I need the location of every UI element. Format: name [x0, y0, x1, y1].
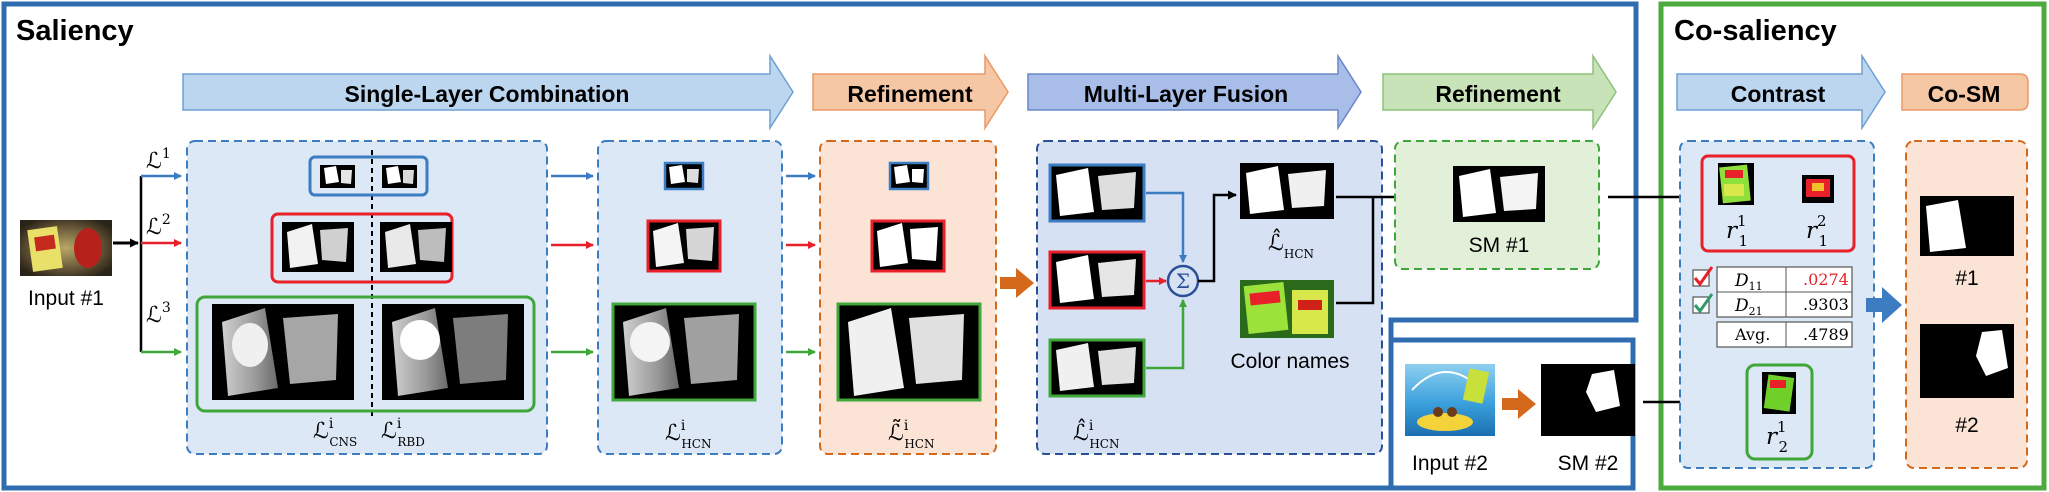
sm2-label: SM #2: [1558, 452, 1619, 475]
layer2-label: ℒ2: [146, 212, 171, 240]
stage-label-refinement-2: Refinement: [1435, 81, 1561, 107]
ref1-l3-map: [836, 302, 982, 402]
table-avg-value: .4789: [1803, 325, 1849, 344]
saliency-panel-border: [1, 1, 1639, 491]
fusion-l1-map: [1048, 163, 1146, 223]
r2-region-frame: [1745, 363, 1814, 461]
hcn-hat-map: [1240, 163, 1334, 219]
l1-cns-map: [320, 165, 355, 188]
hcn-hat-label: ℒ̂HCN: [1268, 228, 1314, 261]
sm2-map: [1541, 364, 1635, 436]
table-row1-value: .0274: [1803, 270, 1849, 289]
input2-label: Input #2: [1412, 452, 1488, 475]
layer3-label: ℒ3: [146, 300, 171, 328]
r21-region-image: [1762, 372, 1796, 414]
stage-label-single-layer: Single-Layer Combination: [345, 81, 630, 107]
color-names-image: [1240, 280, 1334, 338]
l2-cns-map: [282, 222, 354, 272]
l3-combo-frame: [195, 295, 536, 413]
fusion-l2-map: [1048, 250, 1146, 310]
fusion-l3-map: [1048, 338, 1146, 398]
stage-arrow-refinement-2: [1382, 53, 1617, 131]
stage-label-multi-layer: Multi-Layer Fusion: [1084, 81, 1288, 107]
hcn-l2-map: [646, 219, 722, 273]
color-names-to-refine2: [1336, 197, 1375, 305]
sm1-map: [1453, 166, 1545, 222]
sm1-label: SM #1: [1469, 234, 1530, 257]
distance-table: D11 .0274 D21 .9303 Avg. .4789: [1692, 266, 1853, 348]
stage-box-cosm: [1901, 73, 2029, 111]
color-names-label: Color names: [1230, 350, 1349, 373]
hcn-l3-map: [611, 302, 757, 402]
r1-region-frame: [1700, 154, 1856, 253]
input2-block-arrow: [1502, 389, 1536, 419]
out2-label: #2: [1955, 414, 1978, 437]
input1-label: Input #1: [28, 287, 104, 310]
cosaliency-panel-border: [1658, 1, 2047, 491]
fusion-wire-l3: [1146, 299, 1187, 370]
input2-image: [1405, 364, 1495, 436]
input1-image: [20, 220, 112, 276]
check-red-icon: [1692, 266, 1714, 287]
ref1-l2-map: [870, 219, 946, 273]
table-row2-label: D21: [1734, 296, 1763, 318]
l3-rbd-map: [382, 304, 524, 400]
out2-map: [1920, 324, 2014, 398]
check-green-icon: [1692, 293, 1714, 314]
stage-label-contrast: Contrast: [1731, 81, 1826, 107]
l3-cns-map: [212, 304, 354, 400]
r11-region-image: [1718, 163, 1754, 205]
l1-combo-frame: [308, 155, 429, 197]
ref1-l1-map: [888, 161, 930, 191]
sum-symbol: Σ: [1176, 269, 1190, 293]
fusion-block-arrow: [1000, 268, 1034, 298]
hcn-l1-map: [663, 161, 705, 191]
layer1-label: ℒ1: [146, 146, 171, 174]
stage-arrow-refinement-1: [812, 53, 1009, 131]
out1-label: #1: [1955, 267, 1978, 290]
cosm-block-arrow: [1866, 287, 1902, 323]
stage-label-refinement-1: Refinement: [847, 81, 973, 107]
l2-rbd-map: [380, 222, 452, 272]
table-row1-label: D11: [1734, 271, 1763, 293]
stage-arrow-multi-layer: [1027, 53, 1362, 131]
stage-arrow-contrast: [1676, 53, 1886, 131]
out1-map: [1920, 196, 2014, 256]
stage-label-cosm: Co-SM: [1928, 81, 2001, 107]
r12-region-image: [1802, 175, 1834, 203]
cosaliency-title: Co-saliency: [1674, 15, 1837, 47]
table-avg-label: Avg.: [1734, 325, 1770, 344]
fusion-wire-l1: [1146, 191, 1187, 263]
saliency-title: Saliency: [16, 15, 134, 47]
table-row2-value: .9303: [1803, 295, 1849, 314]
stage-arrow-single-layer: [182, 53, 794, 131]
sum-to-hcn-hat: [1198, 190, 1237, 283]
l1-rbd-map: [382, 165, 417, 188]
